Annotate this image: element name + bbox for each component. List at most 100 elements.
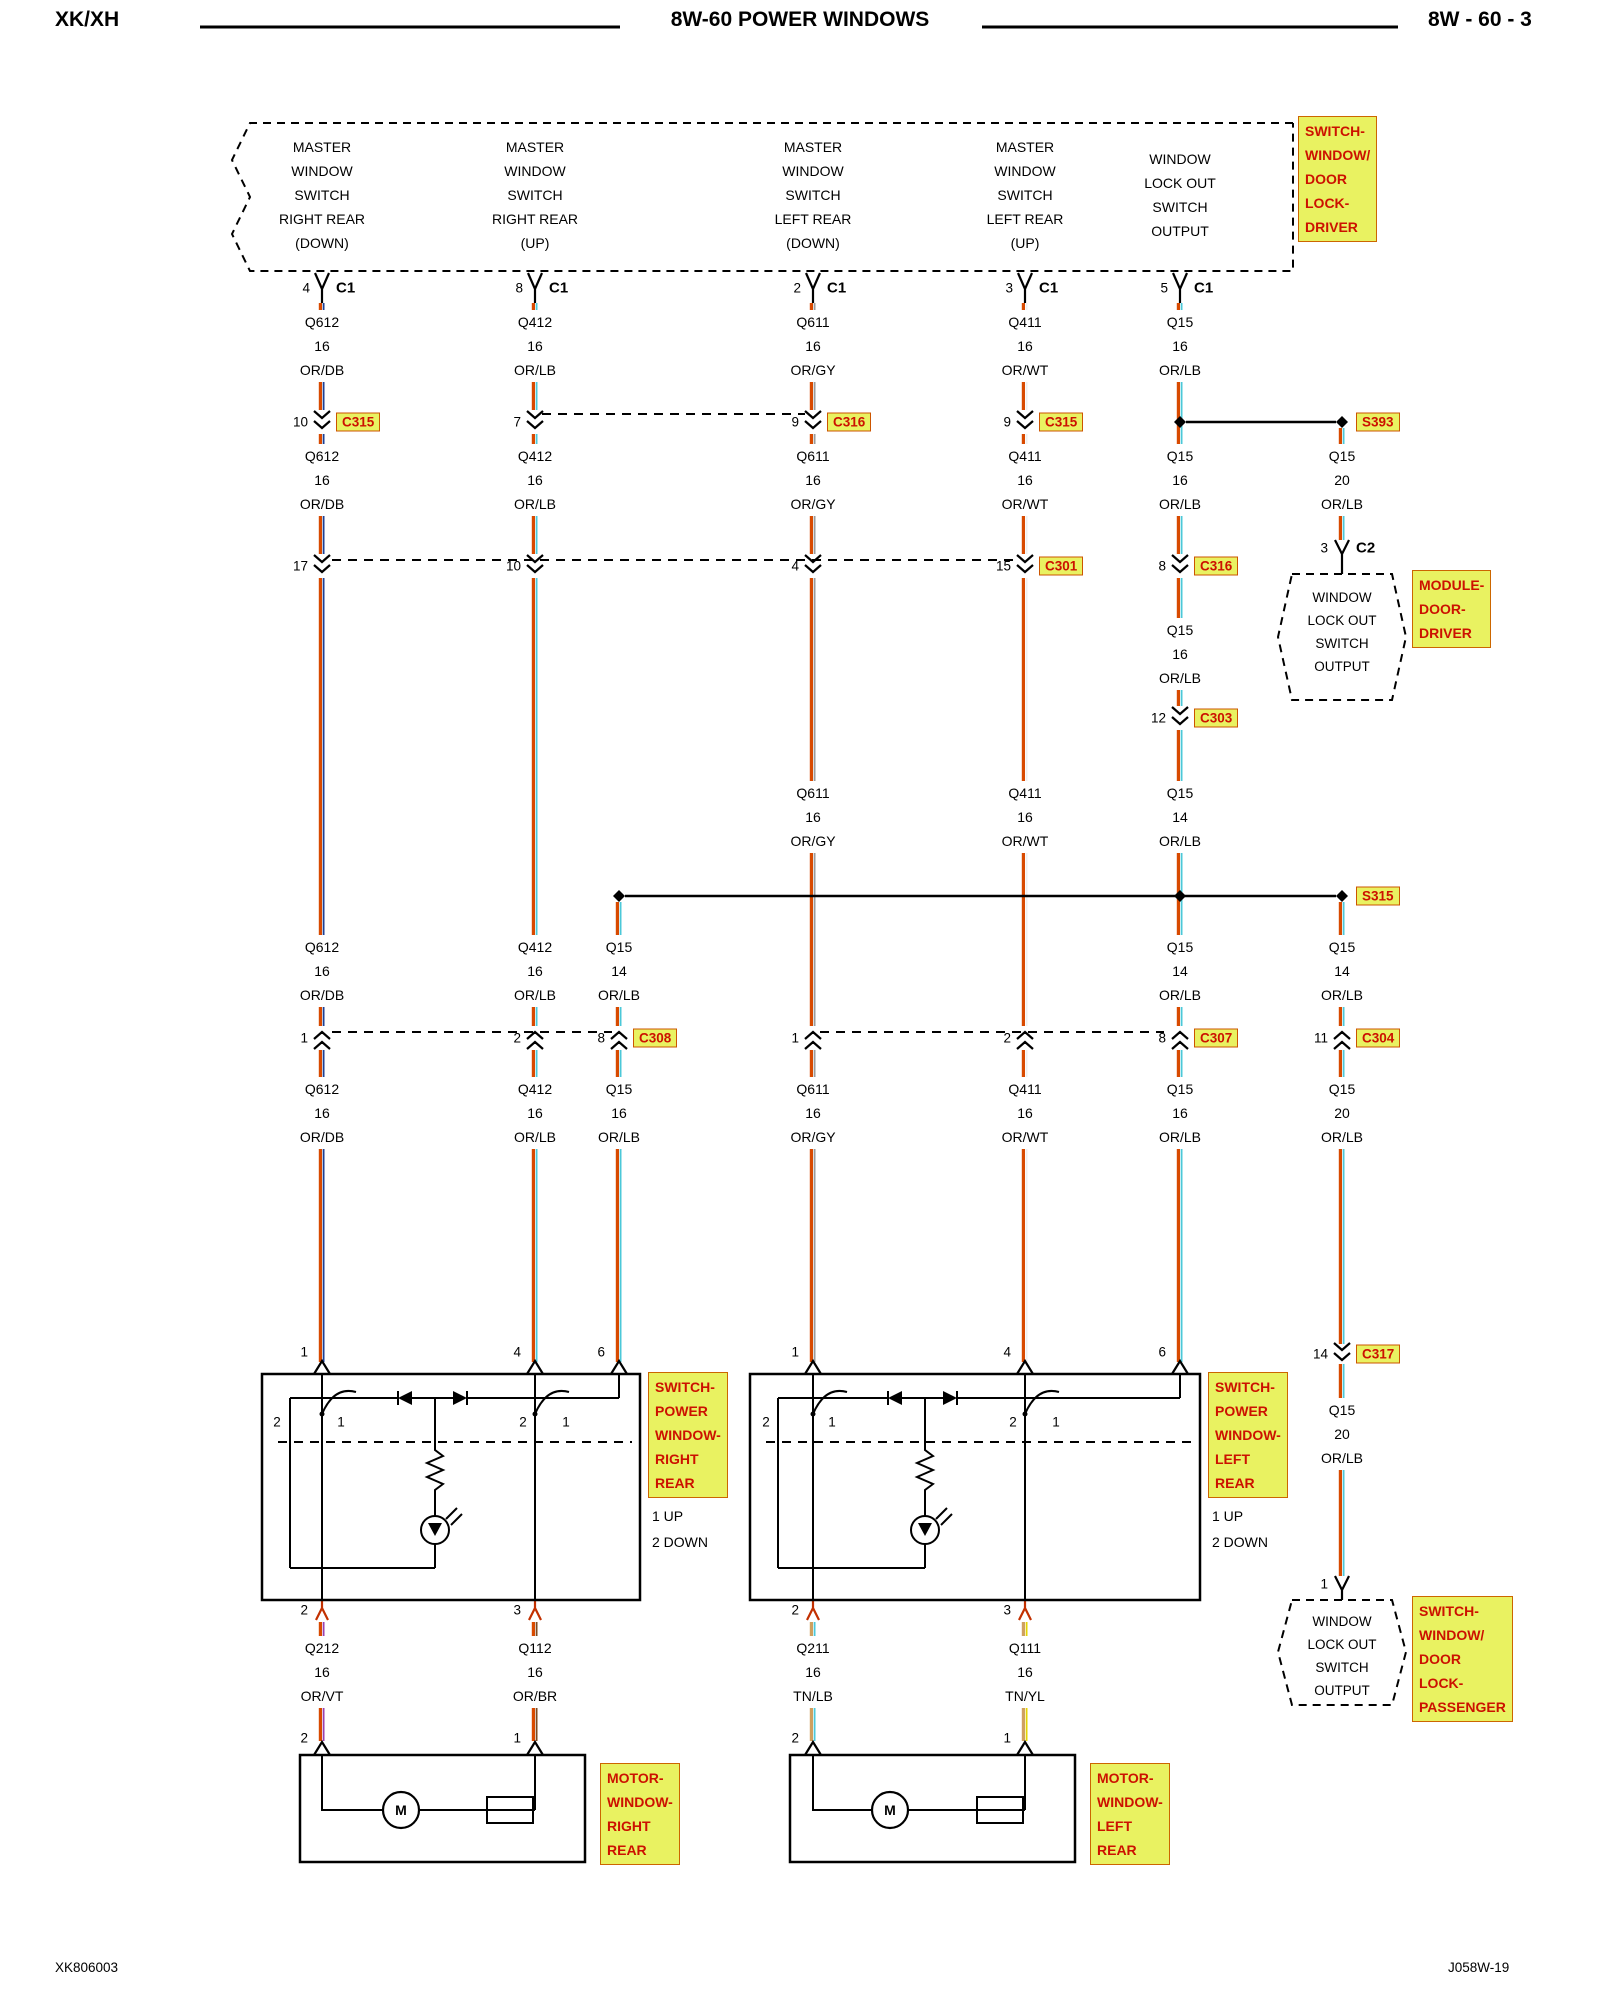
page-number: 8W - 60 - 3 (1428, 8, 1532, 31)
pin-number: 6 (1158, 1344, 1166, 1360)
connector-label-c1: C1 (827, 279, 847, 297)
module-door-driver-box (1276, 573, 1408, 701)
switch-bottom-fork-terminals (315, 1600, 1032, 1621)
connector-label-c1: C1 (336, 279, 356, 297)
pin-number: 1 (300, 1030, 308, 1046)
pin-number: 10 (292, 414, 308, 430)
contact-number: 2 (762, 1414, 770, 1430)
pin-number: 8 (515, 280, 523, 296)
pin-number: 3 (1003, 1602, 1011, 1618)
contact-number: 2 (273, 1414, 281, 1430)
pin-number: 2 (793, 280, 801, 296)
master-switch-connector-box (230, 122, 1294, 272)
switch-note-down: 2 DOWN (652, 1534, 708, 1550)
c1-fork-terminals (313, 272, 1189, 303)
connector-label-c1: C1 (1194, 279, 1214, 297)
pin-number: 11 (1313, 1030, 1328, 1046)
switch-power-window-right-rear-box (260, 1372, 642, 1602)
connector-label-c2: C2 (1356, 539, 1376, 557)
pin-number: 1 (791, 1344, 799, 1360)
pin-number: 1 (1003, 1730, 1011, 1746)
pin-number: 3 (1320, 540, 1328, 556)
connector-label-c1: C1 (1039, 279, 1059, 297)
pin-number: 4 (1003, 1344, 1011, 1360)
connector-tag-c303: C303 (1194, 708, 1239, 728)
motor-symbol: M (395, 1802, 407, 1818)
drawing-number: XK806003 (55, 1960, 119, 1975)
pin-number: 12 (1150, 710, 1166, 726)
c2-fork-terminal (1334, 539, 1350, 574)
pin-number: 2 (300, 1602, 308, 1618)
pin-number: 5 (1160, 280, 1168, 296)
connector-label-c1: C1 (549, 279, 569, 297)
connector-alignment-lines (332, 413, 1164, 1033)
inline-connectors-up (313, 1030, 1351, 1050)
pin-number: 1 (300, 1344, 308, 1360)
switch-right-rear-internals (278, 1374, 632, 1600)
passenger-lockout-box (1276, 1599, 1408, 1706)
pin-number: 2 (1003, 1030, 1011, 1046)
pin-number: 1 (1320, 1576, 1328, 1592)
contact-number: 1 (337, 1414, 345, 1430)
contact-number: 2 (519, 1414, 527, 1430)
contact-number: 2 (1009, 1414, 1017, 1430)
connector-tag-c304: C304 (1356, 1028, 1401, 1048)
motor-left-rear-internals (812, 1755, 1026, 1830)
connector-tag-c315: C315 (336, 412, 381, 432)
pin-number: 2 (791, 1730, 799, 1746)
pin-number: 4 (513, 1344, 521, 1360)
pin-number: 8 (597, 1030, 605, 1046)
pin-number: 4 (302, 280, 310, 296)
switch-box-pin-chevrons (313, 1358, 1189, 1375)
pin-number: 8 (1158, 1030, 1166, 1046)
connector-tag-c308: C308 (633, 1028, 678, 1048)
pin-number: 4 (791, 558, 799, 574)
pin-number: 2 (513, 1030, 521, 1046)
passenger-fork-terminal (1334, 1575, 1350, 1600)
pin-number: 2 (300, 1730, 308, 1746)
motor-symbol: M (884, 1802, 896, 1818)
pin-number: 9 (1003, 414, 1011, 430)
connector-tag-c315: C315 (1039, 412, 1084, 432)
contact-number: 1 (562, 1414, 570, 1430)
connector-tag-c301: C301 (1039, 556, 1084, 576)
pin-number: 1 (513, 1730, 521, 1746)
pin-number: 10 (505, 558, 521, 574)
pin-number: 3 (1005, 280, 1013, 296)
motor-window-right-rear-box (298, 1753, 587, 1864)
pin-number: 14 (1312, 1346, 1328, 1362)
pin-number: 8 (1158, 558, 1166, 574)
motor-box-pin-chevrons (313, 1739, 1034, 1756)
